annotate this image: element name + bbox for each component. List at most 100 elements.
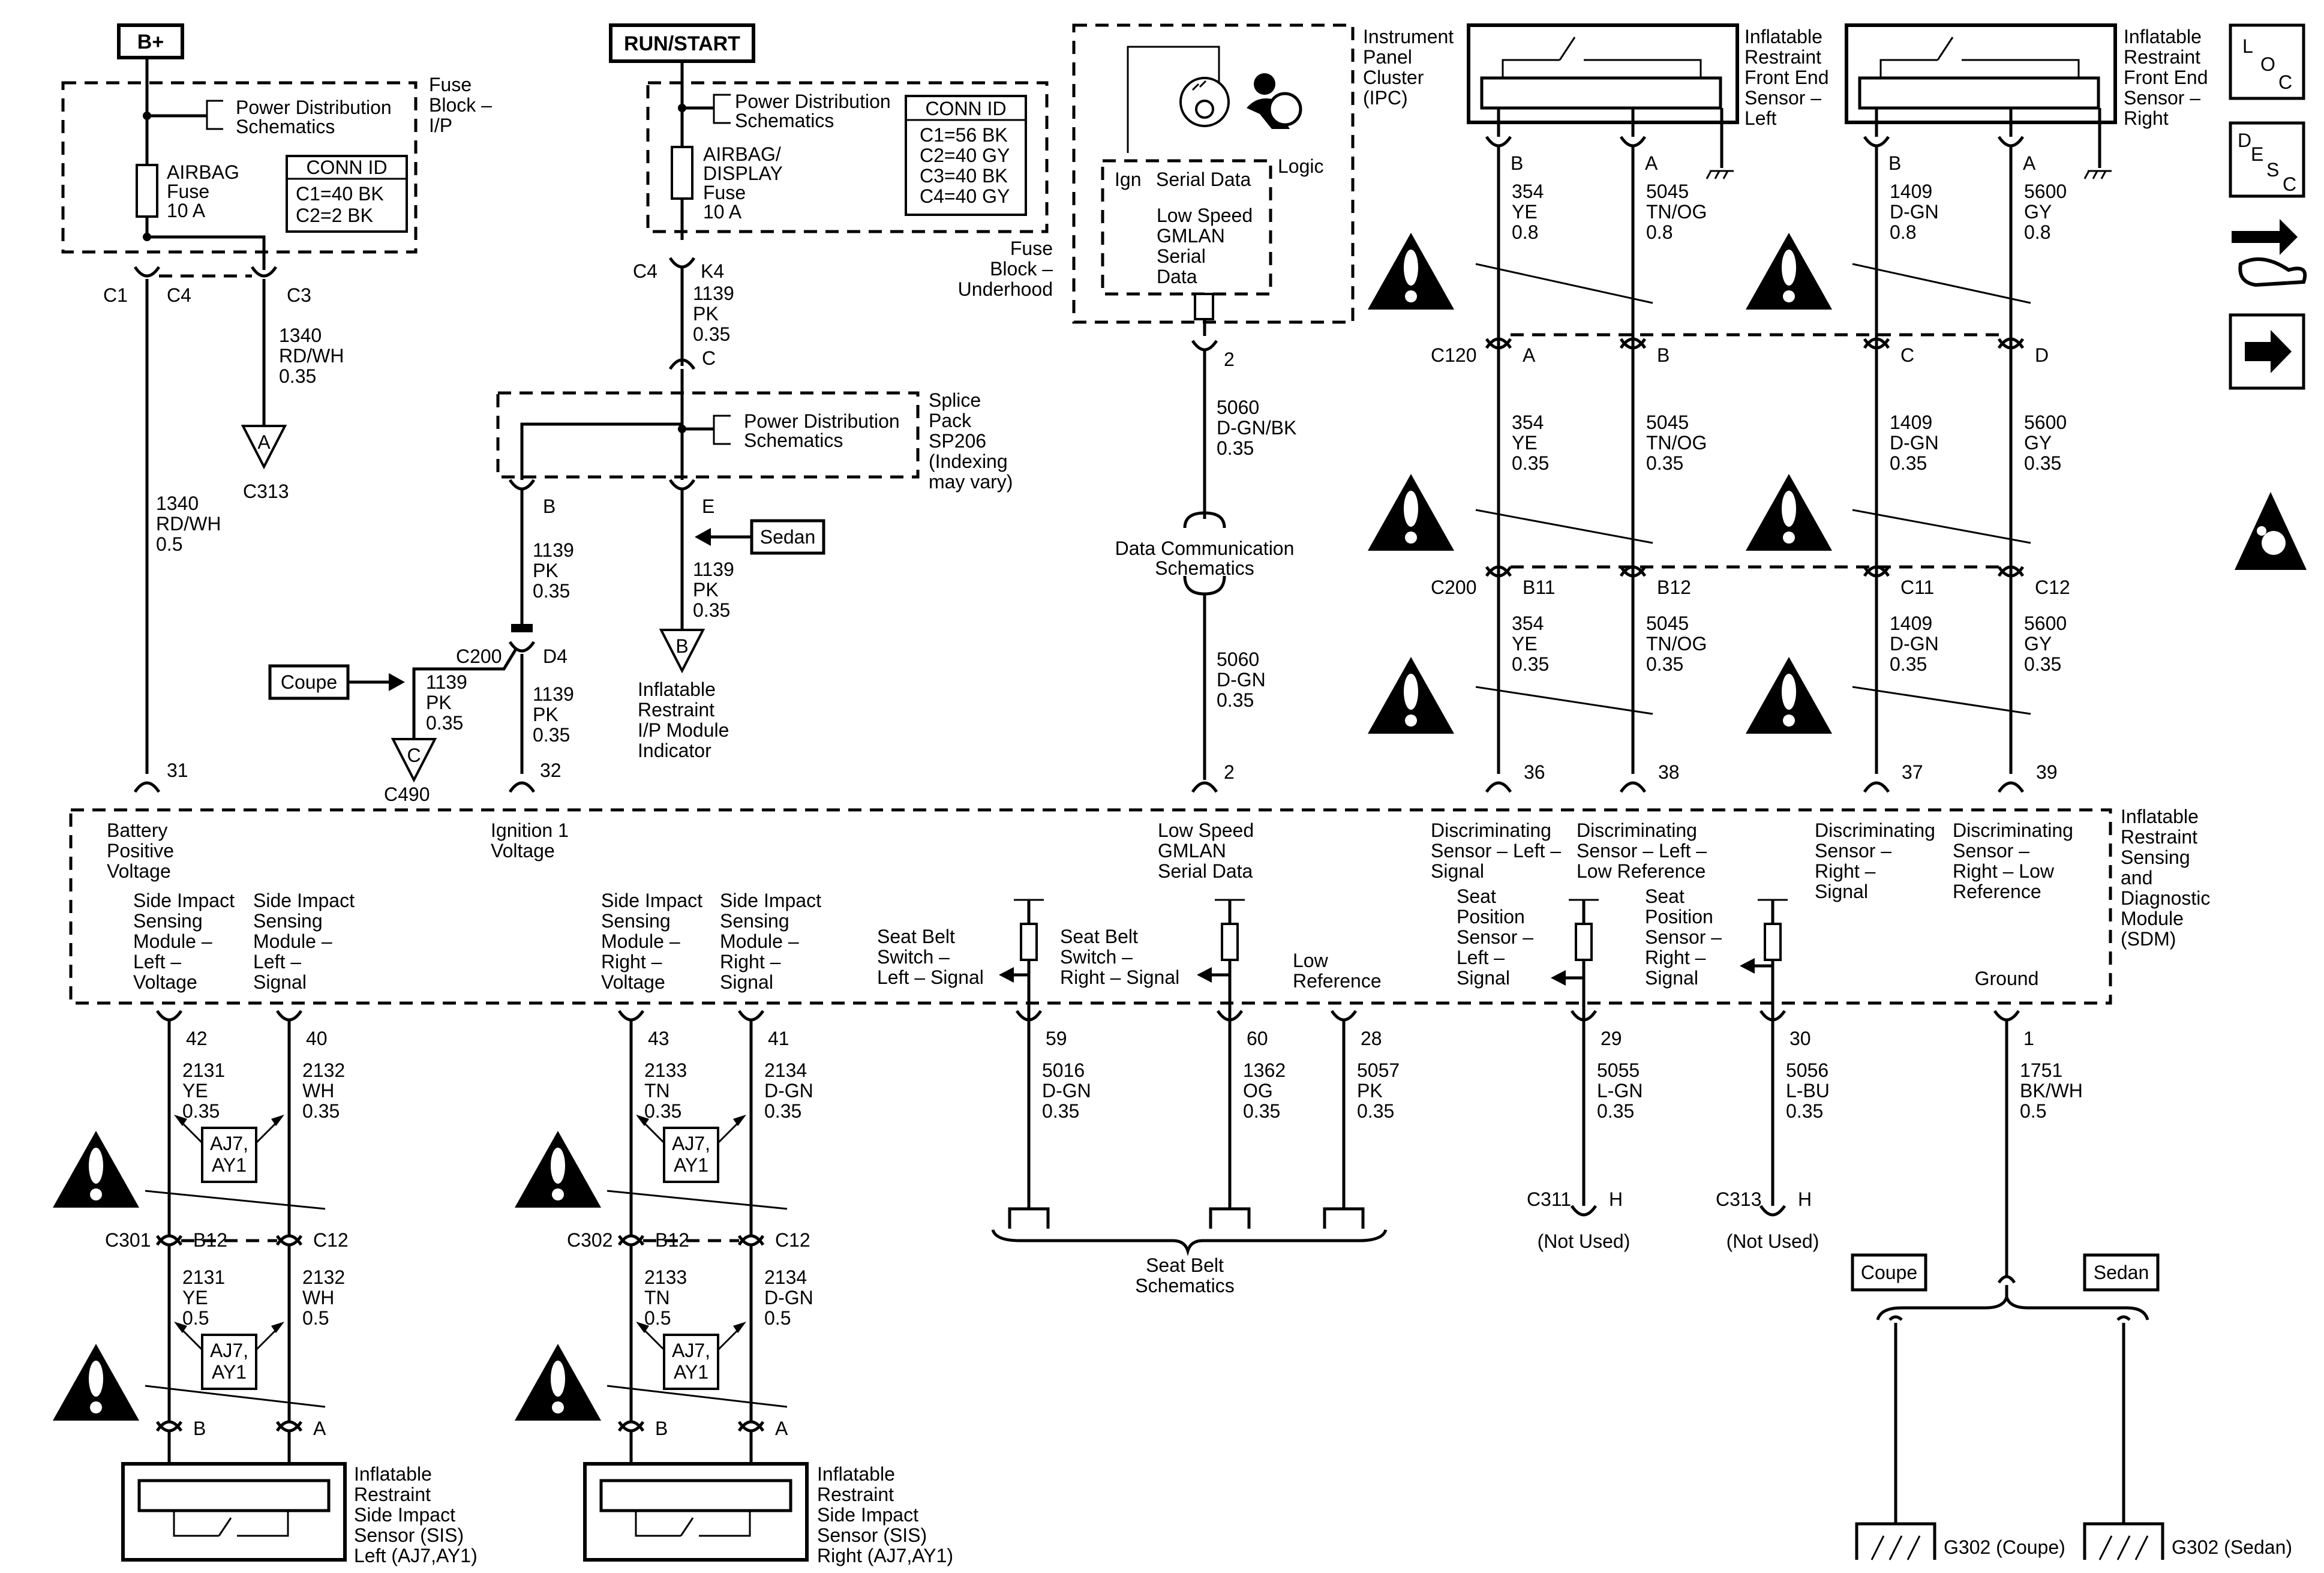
connector-pin <box>617 1420 645 1432</box>
svg-text:D4: D4 <box>543 646 568 667</box>
svg-text:Sensor –: Sensor – <box>1744 87 1821 109</box>
wire-label: Sensor – <box>1645 926 1722 948</box>
svg-text:Schematics: Schematics <box>1155 557 1254 579</box>
svg-text:C1=40 BK: C1=40 BK <box>296 183 384 205</box>
wire-label: YE <box>182 1080 208 1101</box>
next-arrow-icon[interactable] <box>2229 313 2305 390</box>
svg-text:Inflatable: Inflatable <box>1744 26 1822 47</box>
loc-icon[interactable]: L O C <box>2229 23 2305 100</box>
svg-text:Sensor –: Sensor – <box>1815 840 1891 861</box>
svg-text:5060: 5060 <box>1217 397 1259 418</box>
wire-label: 60 <box>1247 1028 1268 1049</box>
connector-pin <box>1997 566 2025 578</box>
connector-pin <box>1993 1010 2020 1022</box>
svg-text:C3: C3 <box>287 284 311 306</box>
wire-label: Sensing <box>601 910 671 932</box>
wire-label: 1362 <box>1243 1059 1286 1081</box>
svg-text:Restraint: Restraint <box>2124 46 2200 68</box>
wire-label: GY <box>2024 633 2052 655</box>
svg-text:10 A: 10 A <box>167 200 206 221</box>
wire-label: 41 <box>768 1028 789 1049</box>
wire-label: 0.35 <box>1646 653 1683 675</box>
wire-label: 5600 <box>2024 181 2067 202</box>
svg-text:1340: 1340 <box>156 493 199 514</box>
connector-pin <box>737 1010 765 1022</box>
connector-pin <box>1619 338 1647 350</box>
warning-icon <box>53 1131 139 1208</box>
seat-belt-switch-right <box>1197 899 1245 1020</box>
svg-text:Coupe: Coupe <box>1861 1262 1917 1283</box>
desc-icon[interactable]: D E S C <box>2229 121 2305 198</box>
twist-mark <box>1475 686 1653 715</box>
wire-label: Side Impact <box>133 890 235 911</box>
wire-label: GY <box>2024 201 2052 223</box>
svg-text:Block –: Block – <box>429 94 492 116</box>
wire-label: Signal <box>1457 967 1510 989</box>
connector-pin <box>1863 337 1890 349</box>
svg-text:Serial: Serial <box>1157 245 1206 267</box>
wire-label: Sensor (SIS) <box>817 1524 927 1546</box>
svg-text:1139: 1139 <box>693 559 734 580</box>
svg-text:B+: B+ <box>137 31 164 53</box>
svg-text:GMLAN: GMLAN <box>1158 840 1226 861</box>
side-impact-sensor-left <box>121 1462 347 1562</box>
warning-icon <box>1746 657 1832 734</box>
wire-label: Restraint <box>354 1484 431 1505</box>
connector-pin <box>1863 781 1890 793</box>
svg-text:O: O <box>2260 53 2275 75</box>
connector-pin <box>1863 565 1890 577</box>
wire-label: 0.35 <box>1243 1100 1280 1122</box>
wire-label: Right – <box>720 951 781 972</box>
connector-pin <box>1485 566 1512 578</box>
svg-text:Inflatable: Inflatable <box>638 679 716 700</box>
wire-label: Right – <box>601 951 662 972</box>
wire-label: Sensing <box>253 910 323 932</box>
svg-text:C2=40 GY: C2=40 GY <box>920 145 1010 166</box>
airbag-fuse <box>136 164 158 218</box>
svg-text:may vary): may vary) <box>929 471 1013 493</box>
connector-hand-icon[interactable] <box>2232 219 2307 287</box>
wire-label: TN/OG <box>1646 201 1707 223</box>
twist-mark <box>145 1385 326 1408</box>
svg-text:Data Communication: Data Communication <box>1115 538 1295 559</box>
wire-label: 30 <box>1789 1028 1811 1049</box>
wire-label: WH <box>302 1080 334 1101</box>
svg-text:C: C <box>407 745 421 766</box>
wire-label: B <box>193 1418 206 1439</box>
wire-label: B <box>1657 344 1670 366</box>
svg-text:Sensor – Left –: Sensor – Left – <box>1431 840 1561 861</box>
warning-icon <box>53 1344 139 1421</box>
wire-label: Right – <box>1645 947 1706 968</box>
svg-text:Coupe: Coupe <box>281 671 337 693</box>
wire-label: Side Impact <box>601 890 702 911</box>
wire-label: TN/OG <box>1646 432 1707 454</box>
svg-text:PK: PK <box>693 579 719 601</box>
wire-label: 1 <box>2023 1028 2034 1049</box>
wire-label: Reference <box>1293 970 1382 992</box>
svg-text:Power Distribution: Power Distribution <box>735 91 891 112</box>
wire-label: Inflatable <box>817 1463 895 1485</box>
svg-text:Ground: Ground <box>1975 968 2039 989</box>
wire-label: AY1 <box>674 1154 708 1176</box>
wire-label: 0.5 <box>644 1307 671 1329</box>
svg-text:Sedan: Sedan <box>2094 1262 2149 1283</box>
wire-label: 29 <box>1601 1028 1622 1049</box>
svg-text:Schematics: Schematics <box>744 430 843 451</box>
splice-pack-sp206: Power Distribution Schematics <box>496 369 920 480</box>
wire-label: Left – <box>1457 947 1505 968</box>
wire-label: Seat Belt <box>877 926 955 947</box>
svg-text:0.35: 0.35 <box>1217 437 1254 459</box>
wire-label: 0.8 <box>1512 221 1538 243</box>
svg-text:Restraint: Restraint <box>638 699 714 721</box>
wire-label: Switch – <box>1060 946 1133 968</box>
svg-text:Fuse: Fuse <box>167 181 209 202</box>
svg-text:Sensor – Left –: Sensor – Left – <box>1577 840 1707 861</box>
svg-text:Fuse: Fuse <box>1010 238 1053 259</box>
svg-text:C4: C4 <box>633 260 657 282</box>
wire-label: Signal <box>720 971 773 993</box>
svg-text:Sedan: Sedan <box>760 526 816 548</box>
connector-pin <box>1191 781 1218 793</box>
terminal <box>1323 1207 1365 1229</box>
wire-label: YE <box>1512 432 1538 454</box>
